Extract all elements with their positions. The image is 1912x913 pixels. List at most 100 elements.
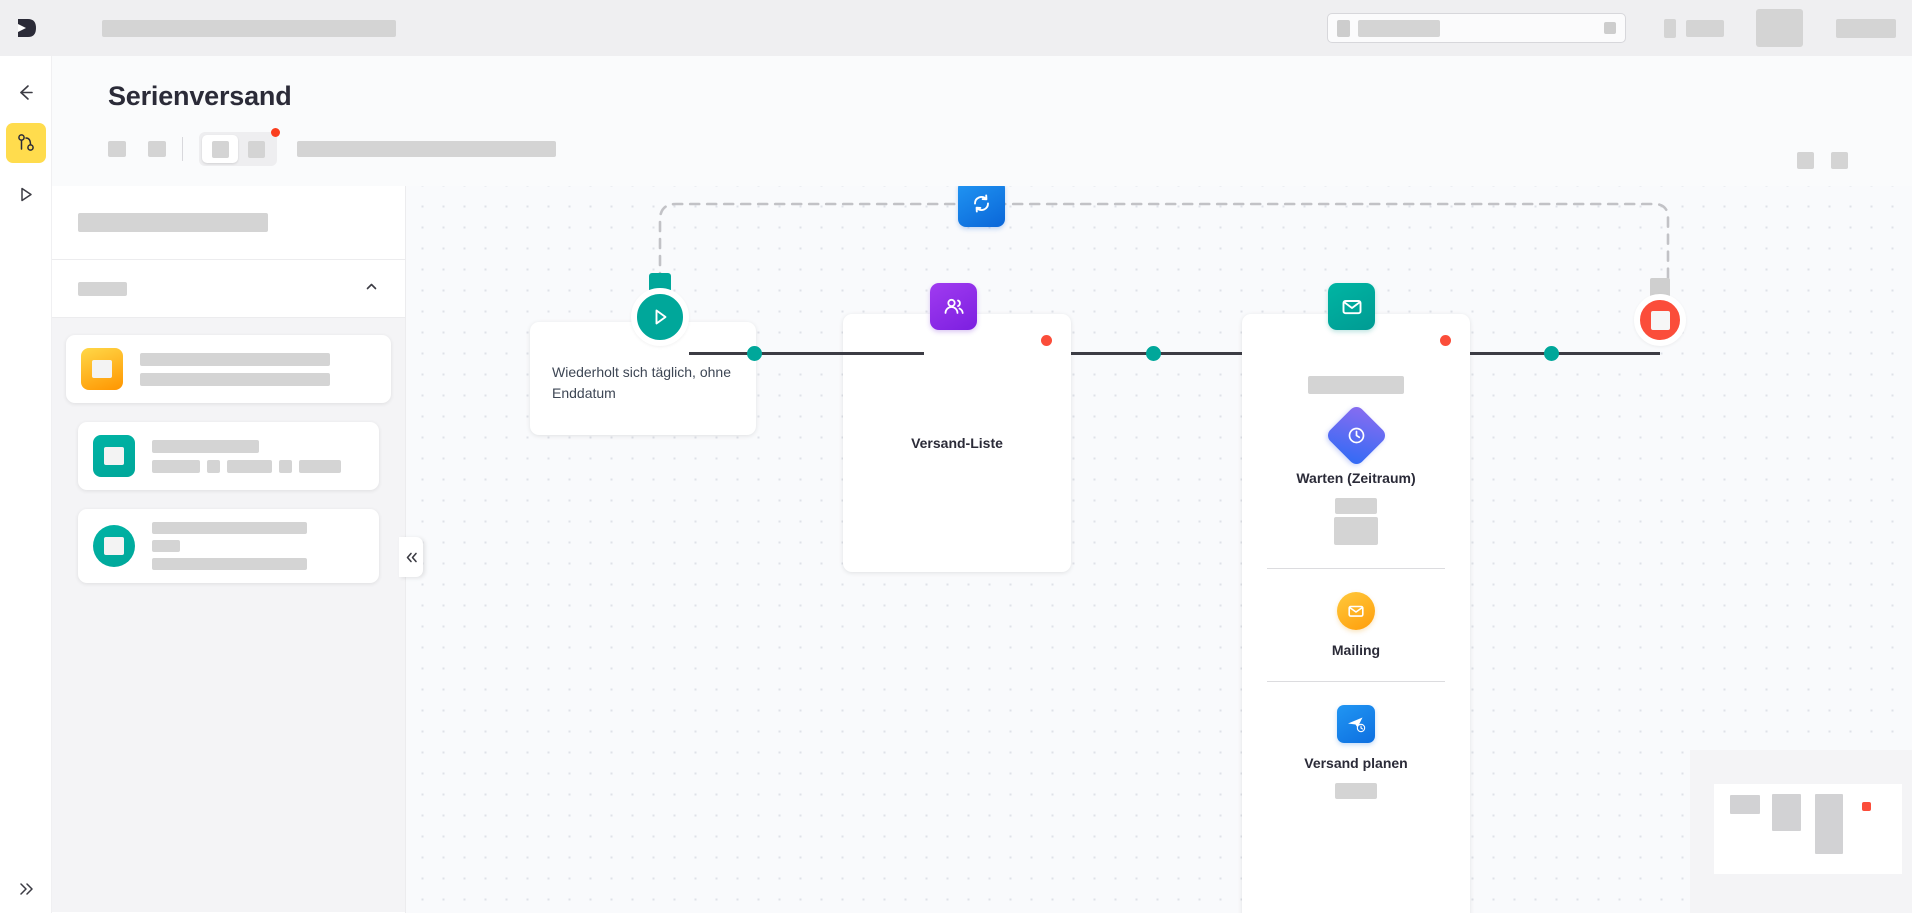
list-item[interactable] <box>78 422 379 490</box>
help-icon[interactable] <box>1686 19 1724 37</box>
section-label: Versand planen <box>1304 755 1408 771</box>
flow-canvas[interactable]: Wiederholt sich täglich, ohne Enddatum V… <box>406 186 1912 913</box>
node-section-versand-planen[interactable]: Versand planen <box>1242 705 1470 799</box>
users-icon[interactable] <box>930 283 977 330</box>
section-label: Warten (Zeitraum) <box>1296 470 1416 486</box>
back-button[interactable] <box>6 72 46 112</box>
chevron-double-left-icon <box>406 552 417 562</box>
card-line <box>140 372 330 386</box>
node-library-panel <box>52 186 406 913</box>
card-chip <box>227 459 272 473</box>
page-title: Serienversand <box>108 81 292 111</box>
refresh-loop-icon[interactable] <box>958 186 1005 227</box>
section-divider <box>1267 681 1445 682</box>
tab-list-view[interactable] <box>238 135 274 163</box>
start-node-text: Wiederholt sich täglich, ohne Enddatum <box>552 364 731 401</box>
section-label: Mailing <box>1331 642 1381 658</box>
list-item[interactable] <box>78 509 379 583</box>
topbar-title-placeholder <box>102 19 396 37</box>
breadcrumb <box>297 141 556 157</box>
action-icon <box>93 435 135 477</box>
trigger-icon <box>81 348 123 390</box>
tab-flow-view[interactable] <box>202 135 238 163</box>
minimap-badge <box>1862 802 1871 811</box>
status-badge <box>1440 335 1451 346</box>
connector-handle[interactable] <box>747 346 762 361</box>
connector-1 <box>689 352 924 355</box>
versand-liste-node[interactable]: Versand-Liste <box>843 314 1071 572</box>
header-toolbar <box>108 128 556 166</box>
panel-card-list <box>52 318 405 912</box>
card-line <box>152 558 307 570</box>
panel-search-input[interactable] <box>52 186 405 260</box>
chevron-double-right-icon <box>20 883 33 895</box>
node-section-mailing[interactable]: Mailing <box>1242 592 1470 658</box>
stop-node-stub <box>1650 278 1670 298</box>
card-line <box>140 352 330 366</box>
card-line <box>152 522 307 534</box>
card-chip <box>299 459 341 473</box>
sidebar-item-run[interactable] <box>6 174 46 214</box>
chevron-up-icon <box>364 279 379 299</box>
panel-section-header[interactable] <box>52 260 405 318</box>
topbar-actions <box>1327 9 1912 47</box>
stop-node-button[interactable] <box>1634 294 1686 346</box>
minimap[interactable] <box>1690 750 1912 913</box>
minimap-viewport[interactable] <box>1714 784 1902 874</box>
stop-square-icon <box>1650 310 1670 330</box>
card-line <box>152 439 259 453</box>
settings-icon[interactable] <box>1797 152 1814 169</box>
loop-connector <box>658 202 1670 318</box>
back-arrow-icon <box>20 84 33 100</box>
clock-diamond-icon <box>1324 403 1388 468</box>
card-chip <box>152 459 200 473</box>
undo-icon[interactable] <box>108 141 126 157</box>
sidebar-item-flow[interactable] <box>5 123 46 163</box>
account-icon[interactable] <box>1836 18 1896 38</box>
brand-logo-icon <box>18 19 36 37</box>
envelope-circle-icon <box>1337 592 1375 630</box>
search-icon <box>1337 19 1350 37</box>
node-section-warten[interactable]: Warten (Zeitraum) <box>1242 376 1470 545</box>
minimap-node <box>1772 794 1801 831</box>
rail-expand-button[interactable] <box>0 879 52 899</box>
left-rail <box>0 56 52 913</box>
connector-handle[interactable] <box>1544 346 1559 361</box>
notification-icon[interactable] <box>1664 18 1676 38</box>
envelope-icon[interactable] <box>1328 283 1375 330</box>
view-segmented-control <box>199 128 280 166</box>
list-item[interactable] <box>66 335 391 403</box>
node-title: Versand-Liste <box>911 435 1003 451</box>
top-bar <box>0 0 1912 56</box>
page-header: Serienversand <box>52 56 1912 225</box>
card-chip <box>279 459 292 473</box>
flow-view-icon <box>211 140 229 158</box>
connector-handle[interactable] <box>1146 346 1161 361</box>
more-icon[interactable] <box>1831 152 1848 169</box>
search-value <box>1358 19 1440 37</box>
global-search-input[interactable] <box>1327 13 1626 43</box>
minimap-node <box>1730 795 1760 814</box>
play-icon <box>21 187 32 201</box>
apps-icon[interactable] <box>1756 9 1803 47</box>
section-sub-placeholder <box>1335 498 1377 514</box>
card-line <box>152 540 180 552</box>
panel-section-label <box>78 281 127 296</box>
start-node-button[interactable] <box>631 288 689 346</box>
play-icon <box>655 309 667 325</box>
send-schedule-icon <box>1337 705 1375 743</box>
status-badge <box>1041 335 1052 346</box>
mailing-sequence-node[interactable]: Warten (Zeitraum) Mailing <box>1242 314 1470 913</box>
card-chip <box>207 459 220 473</box>
redo-icon[interactable] <box>148 141 166 157</box>
section-placeholder <box>1308 376 1404 394</box>
section-divider <box>1267 568 1445 569</box>
panel-collapse-toggle[interactable] <box>399 537 423 577</box>
brand-logo-button[interactable] <box>0 0 52 56</box>
connector-3 <box>1470 352 1660 355</box>
condition-icon <box>93 525 135 567</box>
flow-branch-icon <box>17 134 34 151</box>
section-sub-placeholder <box>1334 517 1378 545</box>
clear-icon[interactable] <box>1604 22 1616 34</box>
